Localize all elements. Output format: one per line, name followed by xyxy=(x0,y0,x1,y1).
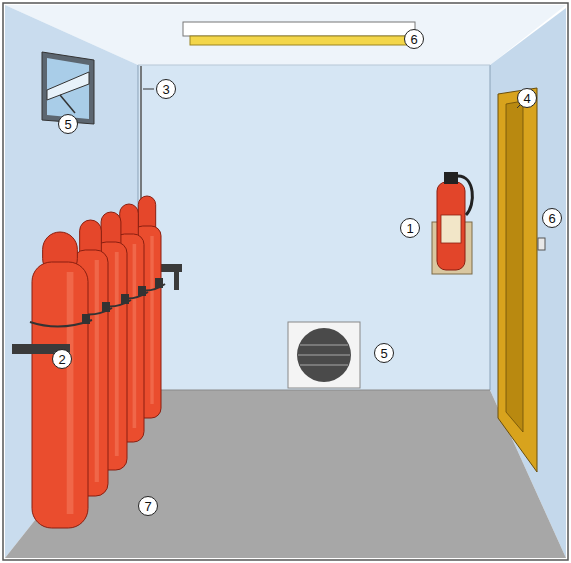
ventilation-grille xyxy=(288,322,360,388)
callout-number: 5 xyxy=(374,343,394,363)
room-surfaces xyxy=(138,390,490,391)
fire-extinguisher xyxy=(437,182,465,270)
callout-number: 6 xyxy=(542,208,562,228)
fire-extinguisher xyxy=(441,215,461,243)
wall-bracket xyxy=(174,264,179,290)
gas-cylinder xyxy=(121,294,129,304)
gas-cylinder xyxy=(102,302,110,312)
ceiling-light xyxy=(183,22,415,36)
gas-cylinder xyxy=(95,260,99,482)
ventilation-grille xyxy=(300,344,348,346)
vent-window xyxy=(60,95,75,113)
gas-cylinder xyxy=(133,244,137,428)
grounding-wire xyxy=(143,89,154,90)
vent-window xyxy=(47,58,89,119)
picture-frame xyxy=(3,3,568,560)
ventilation-grille xyxy=(297,328,351,382)
door xyxy=(498,88,537,472)
callout-number: 3 xyxy=(156,79,176,99)
gas-cylinder xyxy=(150,236,153,404)
room-surfaces xyxy=(490,65,491,390)
callout-number: 7 xyxy=(138,496,158,516)
callout-number: 6 xyxy=(404,29,424,49)
gas-cylinder xyxy=(82,314,90,324)
door xyxy=(498,88,537,472)
room-surfaces xyxy=(138,65,490,66)
gas-cylinder xyxy=(115,252,119,456)
ventilation-grille xyxy=(298,354,350,356)
picture-frame xyxy=(3,3,568,560)
ceiling-light xyxy=(183,22,415,45)
gas-cylinder xyxy=(30,232,92,528)
fire-extinguisher xyxy=(458,176,472,215)
fire-extinguisher xyxy=(432,172,472,274)
door xyxy=(506,101,523,432)
gas-cylinders xyxy=(30,196,165,528)
light-switch xyxy=(538,238,545,250)
room-surfaces xyxy=(138,65,490,390)
callout-number: 4 xyxy=(517,88,537,108)
ceiling-light xyxy=(190,36,408,45)
gas-cylinder xyxy=(138,286,146,296)
callout-number: 5 xyxy=(58,114,78,134)
light-switch xyxy=(538,238,545,250)
vent-window xyxy=(47,72,89,100)
ventilation-grille xyxy=(288,322,360,388)
callout-number: 2 xyxy=(52,349,72,369)
ventilation-grille xyxy=(300,364,348,366)
gas-cylinder xyxy=(32,262,88,528)
gas-cylinder xyxy=(67,272,74,514)
callout-number: 1 xyxy=(400,218,420,238)
gas-cylinder xyxy=(155,278,163,288)
fire-extinguisher xyxy=(444,172,458,184)
